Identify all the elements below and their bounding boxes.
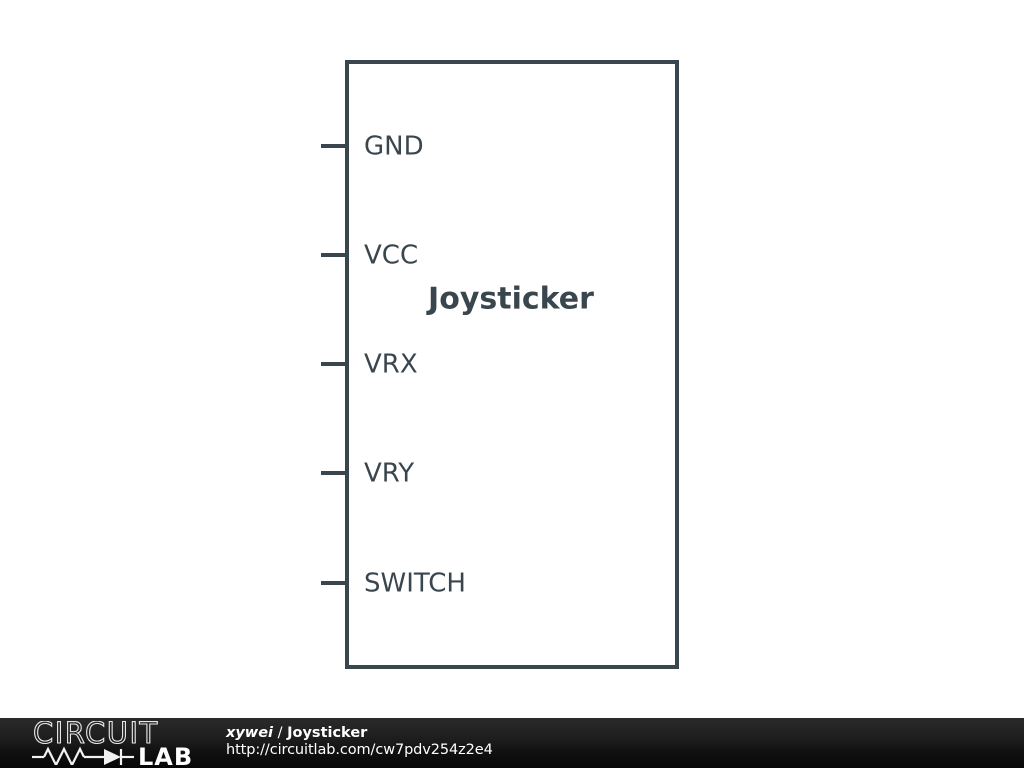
attribution-separator: / [277, 724, 283, 741]
attribution-block: xywei / Joysticker http://circuitlab.com… [226, 725, 493, 761]
logo-word-circuit: CIRCUIT [33, 721, 159, 750]
attribution-project: Joysticker [287, 724, 368, 741]
footer-bar: CIRCUIT LAB xywei / Joyst [0, 718, 1024, 768]
attribution-username: xywei [226, 724, 274, 741]
component-title: Joysticker [426, 282, 594, 317]
component-body[interactable] [345, 60, 679, 669]
circuitlab-logo-graphic: CIRCUIT LAB [32, 718, 193, 768]
pin-label-vcc: VCC [364, 241, 418, 271]
schematic-drawing: GND VCC VRX VRY SWITCH Joysticker [321, 60, 679, 669]
pin-label-gnd: GND [364, 132, 424, 162]
logo-diode-icon [104, 749, 121, 765]
logo-circuit-symbols [32, 746, 134, 768]
pin-label-switch: SWITCH [364, 569, 466, 599]
logo-word-lab: LAB [138, 743, 193, 765]
pin-label-vrx: VRX [364, 350, 418, 380]
pin-label-vry: VRY [364, 459, 414, 489]
attribution-url[interactable]: http://circuitlab.com/cw7pdv254z2e4 [226, 742, 493, 758]
schematic-canvas[interactable]: GND VCC VRX VRY SWITCH Joysticker [0, 0, 1024, 718]
circuitlab-logo[interactable]: CIRCUIT LAB [32, 718, 200, 768]
attribution-title: xywei / Joysticker [226, 725, 493, 742]
